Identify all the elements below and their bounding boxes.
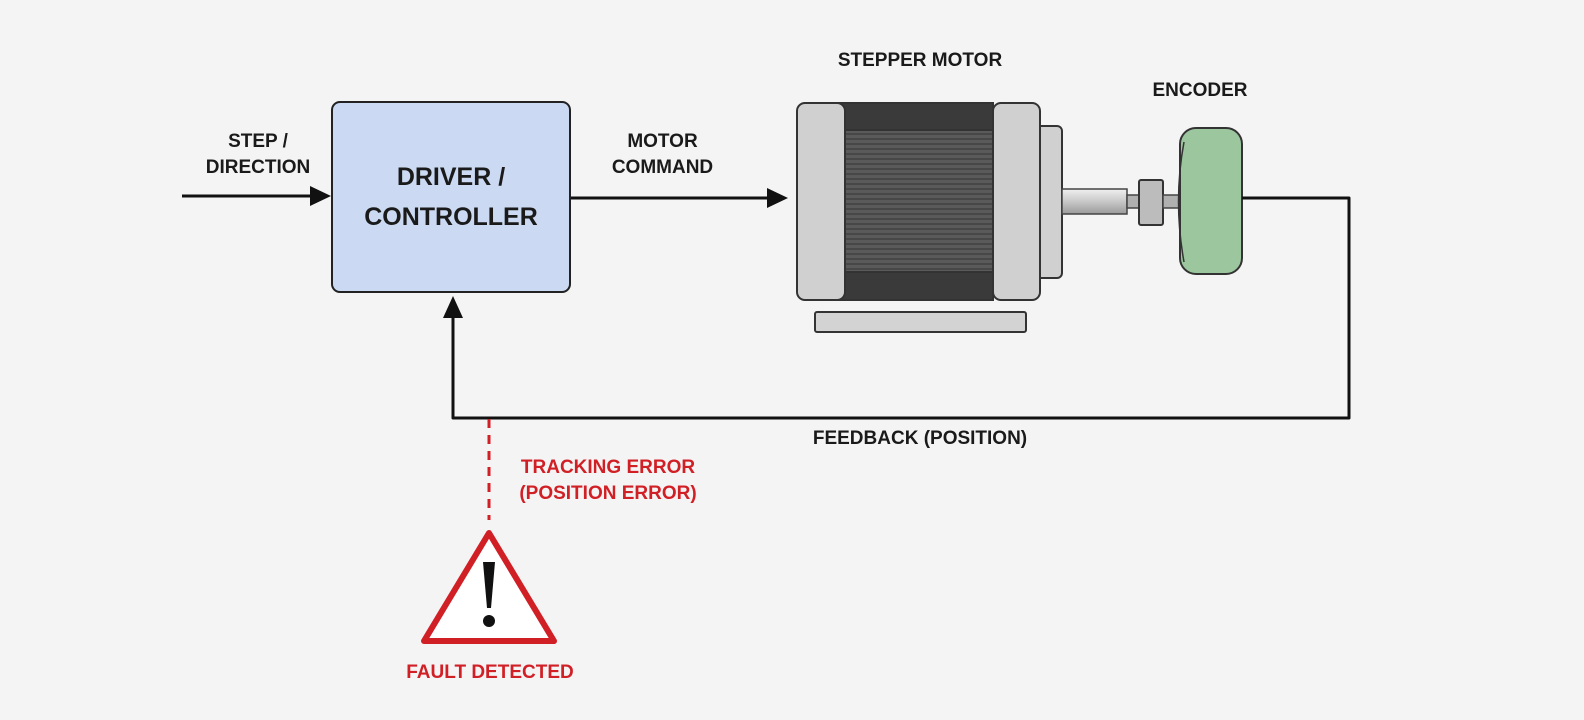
encoder-label: ENCODER bbox=[1152, 80, 1248, 101]
tracking-error-line-1: TRACKING ERROR bbox=[520, 457, 696, 478]
input-signal-label: STEP / DIRECTION bbox=[183, 129, 333, 181]
driver-controller-block: DRIVER / CONTROLLER bbox=[331, 101, 571, 293]
feedback-line bbox=[443, 196, 1351, 420]
driver-label-line-1: DRIVER / bbox=[396, 163, 506, 191]
fault-detected-label: FAULT DETECTED bbox=[406, 662, 574, 683]
input-arrow bbox=[182, 186, 331, 206]
stepper-motor-label: STEPPER MOTOR bbox=[837, 50, 1003, 71]
motor-shaft bbox=[1061, 179, 1181, 226]
motor-command-label: MOTOR COMMAND bbox=[580, 129, 745, 181]
stepper-motor-illustration bbox=[796, 102, 1063, 333]
tracking-error-line-2: (POSITION ERROR) bbox=[519, 483, 697, 504]
motor-command-line-2: COMMAND bbox=[611, 157, 714, 178]
tracking-error-label: TRACKING ERROR (POSITION ERROR) bbox=[508, 455, 708, 507]
encoder-disc bbox=[1177, 127, 1243, 275]
driver-label-line-2: CONTROLLER bbox=[364, 203, 538, 231]
input-signal-line-1: STEP / bbox=[228, 131, 288, 152]
motor-command-line-1: MOTOR bbox=[627, 131, 698, 152]
warning-triangle-icon bbox=[421, 530, 557, 644]
input-signal-line-2: DIRECTION bbox=[205, 157, 311, 178]
motor-command-arrow bbox=[571, 188, 788, 208]
feedback-label: FEEDBACK (POSITION) bbox=[812, 428, 1028, 449]
